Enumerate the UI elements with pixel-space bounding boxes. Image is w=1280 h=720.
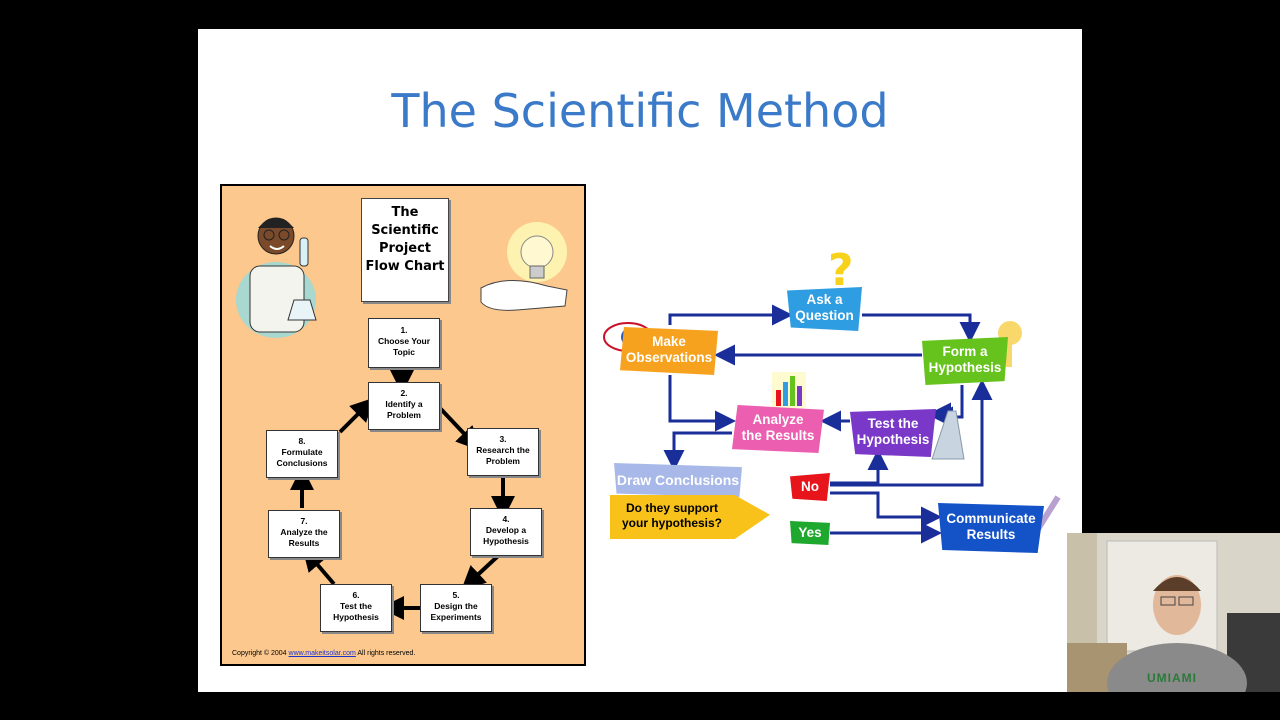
arrow-4-5 (461, 554, 500, 591)
flask-icon (931, 410, 965, 460)
form-hypothesis-node: Form a Hypothesis (922, 337, 1008, 385)
step-1-box: 1. Choose Your Topic (368, 318, 440, 368)
arrow-2-3 (436, 404, 481, 451)
yes-node: Yes (790, 521, 830, 545)
bar-chart-icon (772, 372, 806, 408)
step-6-box: 6. Test the Hypothesis (320, 584, 392, 632)
test-hypothesis-node: Test the Hypothesis (850, 409, 936, 457)
scientific-method-cycle-diagram: ? Ask a Question Make Observations Form … (592, 245, 1067, 560)
make-observations-node: Make Observations (620, 327, 718, 375)
shirt-logo: UMIAMI (1147, 671, 1197, 685)
ask-question-node: Ask a Question (787, 287, 862, 331)
arrow-8-2 (338, 397, 375, 434)
draw-conclusions-node: Draw Conclusions (614, 463, 742, 497)
step-7-box: 7. Analyze the Results (268, 510, 340, 558)
copyright-notice: Copyright © 2004 www.makeitsolar.com All… (232, 650, 416, 657)
scientist-illustration (236, 217, 317, 338)
lightbulb-hand-illustration (480, 222, 568, 311)
no-node: No (790, 473, 830, 501)
question-mark-icon: ? (828, 245, 854, 296)
analyze-results-node: Analyze the Results (732, 405, 824, 453)
copyright-link[interactable]: www.makeitsolar.com (288, 650, 356, 657)
step-5-box: 5. Design the Experiments (420, 584, 492, 632)
support-question-node: Do they support your hypothesis? (610, 495, 770, 539)
step-2-box: 2. Identify a Problem (368, 382, 440, 430)
presenter-video (1067, 533, 1280, 692)
flow-arrows (290, 369, 515, 620)
scientific-project-flow-chart: The Scientific Project Flow Chart 1. Cho… (220, 184, 586, 666)
arrow-6-7 (302, 546, 336, 586)
communicate-results-node: Communicate Results (938, 503, 1044, 553)
chart-title-box: The Scientific Project Flow Chart (361, 198, 449, 302)
step-4-box: 4. Develop a Hypothesis (470, 508, 542, 556)
step-3-box: 3. Research the Problem (467, 428, 539, 476)
step-8-box: 8. Formulate Conclusions (266, 430, 338, 478)
webcam-overlay: UMIAMI (1067, 533, 1280, 692)
slide-title: The Scientific Method (391, 84, 889, 138)
